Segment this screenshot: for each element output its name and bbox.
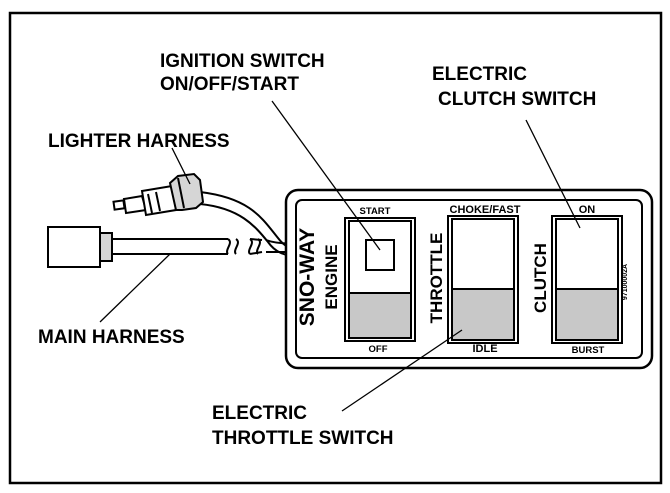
main-cable (112, 238, 299, 255)
lighter-plug (112, 172, 205, 217)
throttle-label: THROTTLE (427, 233, 446, 324)
throttle-callout-line2: THROTTLE SWITCH (212, 428, 394, 449)
start-position-window (365, 239, 395, 271)
clutch-top-label: ON (579, 204, 596, 216)
lighter-leader (171, 147, 191, 185)
throttle-callout-line1: ELECTRIC (212, 403, 307, 424)
figure-border (8, 11, 663, 485)
lighter-harness-callout: LIGHTER HARNESS (48, 130, 230, 153)
lighter-cable (199, 191, 299, 257)
throttle-top-label: CHOKE/FAST (450, 204, 521, 216)
ignition-callout-line2: ON/OFF/START (160, 74, 299, 95)
throttle-switch-callout: ELECTRIC THROTTLE SWITCH (212, 401, 394, 451)
panel-brand-text: SNO-WAY (296, 228, 319, 326)
clutch-callout-line2: CLUTCH SWITCH (438, 89, 597, 110)
clutch-bottom-label: BURST (572, 345, 605, 356)
engine-bottom-label: OFF (369, 344, 388, 355)
main-leader (99, 253, 171, 323)
clutch-switch[interactable] (551, 215, 623, 344)
clutch-label: CLUTCH (531, 243, 550, 313)
ignition-switch[interactable] (344, 217, 416, 342)
ignition-leader (271, 100, 381, 251)
main-callout-text: MAIN HARNESS (38, 327, 185, 348)
ignition-callout-line1: IGNITION SWITCH (160, 51, 325, 72)
ignition-switch-callout: IGNITION SWITCH ON/OFF/START (160, 50, 325, 96)
clutch-leader (525, 119, 581, 229)
engine-label: ENGINE (322, 244, 341, 309)
main-harness-callout: MAIN HARNESS (38, 326, 185, 349)
throttle-switch[interactable] (447, 215, 519, 344)
clutch-callout-line1: ELECTRIC (432, 64, 527, 85)
engine-top-label: START (360, 206, 391, 217)
main-connector (47, 226, 113, 268)
throttle-leader (341, 329, 463, 412)
clutch-switch-callout: ELECTRIC CLUTCH SWITCH (432, 62, 596, 112)
throttle-bottom-label: IDLE (472, 343, 497, 355)
part-number-text: 97100002A (622, 264, 629, 300)
leader-lines (99, 100, 581, 412)
lighter-callout-text: LIGHTER HARNESS (48, 131, 230, 152)
